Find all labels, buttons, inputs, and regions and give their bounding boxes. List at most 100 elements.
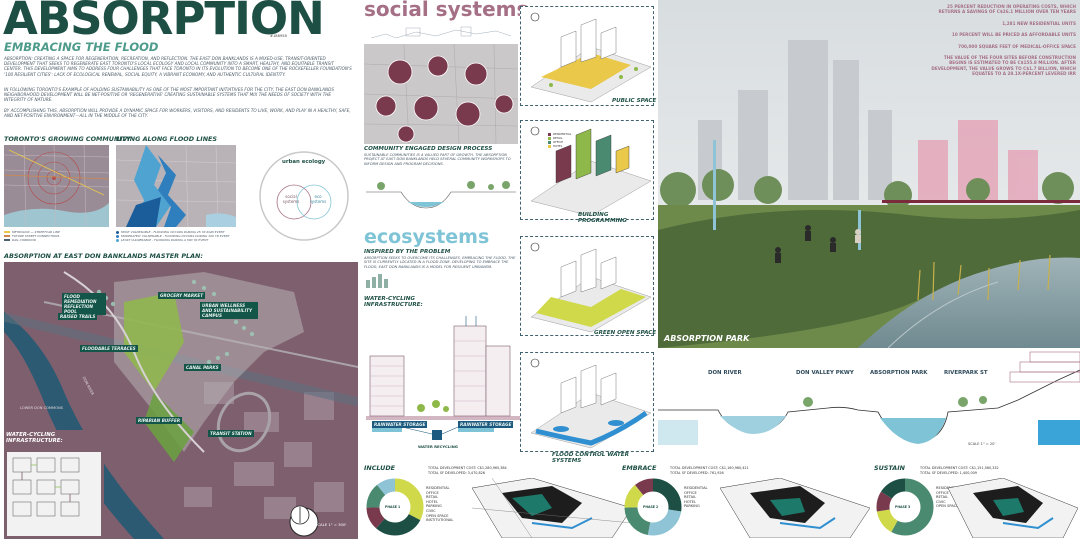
rainwater-storage-right-label: RAINWATER STORAGE [458,421,514,428]
legend-swatch [4,235,10,237]
programming-legend-row: OFFICE [548,140,571,144]
growing-community-title: TORONTO'S GROWING COMMUNITY [4,135,131,143]
flood-legend-row: LEAST VULNERABLE - FLOODING DURING A 500… [116,238,246,242]
venn-outer-ring [259,151,349,241]
programming-legend-row: RESIDENTIAL [548,132,571,136]
phase-include-name: INCLUDE [364,464,395,472]
phase-embrace-donut [624,478,682,536]
north-arrow-icon [290,505,310,525]
phase-embrace-legend: RESIDENTIAL OFFICE RETAIL HOTEL PARKING [684,486,708,509]
stats-block: 25 PERCENT REDUCTION IN OPERATING COSTS,… [930,4,1076,77]
phase-embrace-map [720,478,870,538]
masterplan-label-riparian-buffer[interactable]: RIPARIAN BUFFER [136,417,183,424]
growing-legend: METROLINX — STREETCAR LINE FUTURE STREET… [4,230,109,242]
flood-legend: MOST VULNERABLE - FLOODING OCCURS DURING… [116,230,246,242]
render-label: ABSORPTION PARK [664,334,750,343]
ecosystems-title: ecosystems [364,226,490,248]
phase-legend-item: RETAIL [936,495,949,500]
flood-legend-label: MODERATELY VULNERABLE - FLOODING OCCURS … [121,234,230,238]
programming-legend-label: RETAIL [553,136,563,140]
venn-social-circle [276,184,312,220]
section-label-absorption-park: ABSORPTION PARK [870,370,928,376]
phase-legend-item: OFFICE [936,490,949,495]
phase-include-cost: TOTAL DEVELOPMENT COST: C$1,280,965,384 [428,466,507,470]
section-label-don-river: DON RIVER [708,370,742,376]
phase-embrace-area: TOTAL SF DEVELOPED: 761,926 [670,471,724,475]
growing-legend-row: FUTURE STREET CONNECTIONS [4,234,109,238]
phase-sustain: SUSTAIN TOTAL DEVELOPMENT COST: C$1,151,… [872,462,1080,539]
growing-legend-label: FUTURE STREET CONNECTIONS [12,234,60,238]
phase-legend-item: PARKING [684,504,700,509]
stat-medical-office: 700,000 SQUARE FEET OF MEDICAL-OFFICE SP… [958,43,1076,49]
stat-affordable-units: 10 PERCENT WILL BE PRICED AS AFFORDABLE … [951,32,1076,38]
masterplan-title: ABSORPTION AT EAST DON BANKLANDS MASTER … [4,252,203,260]
programming-legend: RESIDENTIAL RETAIL OFFICE HOTEL [548,132,571,148]
legend-swatch [4,239,10,241]
growing-legend-row: METROLINX — STREETCAR LINE [4,230,109,234]
phase-legend-item: CIVIC [426,508,436,513]
masterplan-label-raised-trails[interactable]: RAISED TRAILS [58,313,98,320]
masterplan-scale: SCALE 1" = 300' [315,522,347,527]
intro-paragraph-1: ABSORPTION: CREATING A SPACE FOR REGENER… [4,56,352,77]
programming-legend-label: HOTEL [553,144,563,148]
venn-left-label: social systems [282,194,300,204]
axo-caption-green-open-space: GREEN OPEN SPACE [594,330,657,336]
masterplan-label-transit-station[interactable]: TRANSIT STATION [208,430,254,437]
venn-eco-circle [296,184,332,220]
axo-public-space [520,6,654,106]
phase-legend-item: OFFICE [684,490,697,495]
phase-legend-item: OPEN SPACE [426,513,449,518]
community-workshop-collage [364,44,518,144]
phase-legend-item: RETAIL [426,495,439,500]
social-sketch [366,24,516,42]
flood-legend-row: MOST VULNERABLE - FLOODING OCCURS DURING… [116,230,246,234]
engaged-design-title: COMMUNITY ENGAGED DESIGN PROCESS [364,146,493,152]
masterplan-label-wellness-campus[interactable]: URBAN WELLNESS AND SUSTAINABILITY CAMPUS [200,302,258,319]
water-recycling-label: WATER RECYCLING [418,444,458,449]
axo-building-programming [520,120,654,220]
flood-legend-row: MODERATELY VULNERABLE - FLOODING OCCURS … [116,234,246,238]
axo-building-programming-drawing [530,126,652,217]
page-title: ABSORPTION [3,0,325,45]
legend-swatch [548,144,551,148]
masterplan-label-floodable-terraces[interactable]: FLOODABLE TERRACES [80,345,138,352]
social-systems-title: social systems [364,0,529,21]
phase-legend-item: INSTITUTIONAL [426,518,454,523]
phase-include-map [472,478,632,538]
venn-top-label: urban ecology [282,159,326,165]
phase-include-area: TOTAL SF DEVELOPED: 3,470,826 [428,471,485,475]
phase-legend-item: CIVIC [936,499,946,504]
legend-swatch [116,238,119,242]
park-render-drawing [658,0,1080,348]
phase-legend-item: HOTEL [684,499,696,504]
venn-right-label: eco systems [309,194,327,204]
growing-legend-label: METROLINX — STREETCAR LINE [12,230,60,234]
park-render [658,0,1080,348]
growing-community-map [4,145,109,227]
phase-legend-item: OFFICE [426,490,439,495]
growing-legend-label: RAIL CORRIDOR [12,238,36,242]
masterplan-label-grocery[interactable]: GROCERY MARKET [158,292,206,299]
stat-operating-costs: 25 PERCENT REDUCTION IN OPERATING COSTS,… [938,4,1076,15]
growing-legend-row: RAIL CORRIDOR [4,238,109,242]
masterplan-label-canal-parks[interactable]: CANAL PARKS [184,364,221,371]
programming-legend-row: HOTEL [548,144,571,148]
phase-sustain-map [948,478,1078,538]
masterplan-label-reflection-pool[interactable]: FLOOD REMEDIATION REFLECTION POOL [62,293,106,315]
inspired-icons [366,274,388,288]
axo-caption-public-space: PUBLIC SPACE [612,98,657,104]
phase-embrace-center: PHASE 2 [643,505,659,509]
axo-flood-control [520,352,654,452]
growing-community-map-drawing [4,145,109,227]
water-cycling-inset: WATER-CYCLING INFRASTRUCTURE: [4,430,104,539]
flood-legend-label: MOST VULNERABLE - FLOODING OCCURS DURING… [121,230,225,234]
section-label-don-valley: DON VALLEY PKWY [796,370,854,376]
flood-lines-map-drawing [116,145,236,227]
left-panel: ABSORPTION #188958 EMBRACING THE FLOOD A… [0,0,358,539]
section-scale: SCALE 1" = 20' [968,442,996,446]
flood-legend-label: LEAST VULNERABLE - FLOODING DURING A 500… [121,238,209,242]
phase-legend-item: RESIDENTIAL [684,486,708,490]
phase-legend-item: RESIDENTIAL [426,486,450,490]
phase-legend-item: RETAIL [684,495,697,500]
rainwater-storage-left-label: RAINWATER STORAGE [372,421,428,428]
